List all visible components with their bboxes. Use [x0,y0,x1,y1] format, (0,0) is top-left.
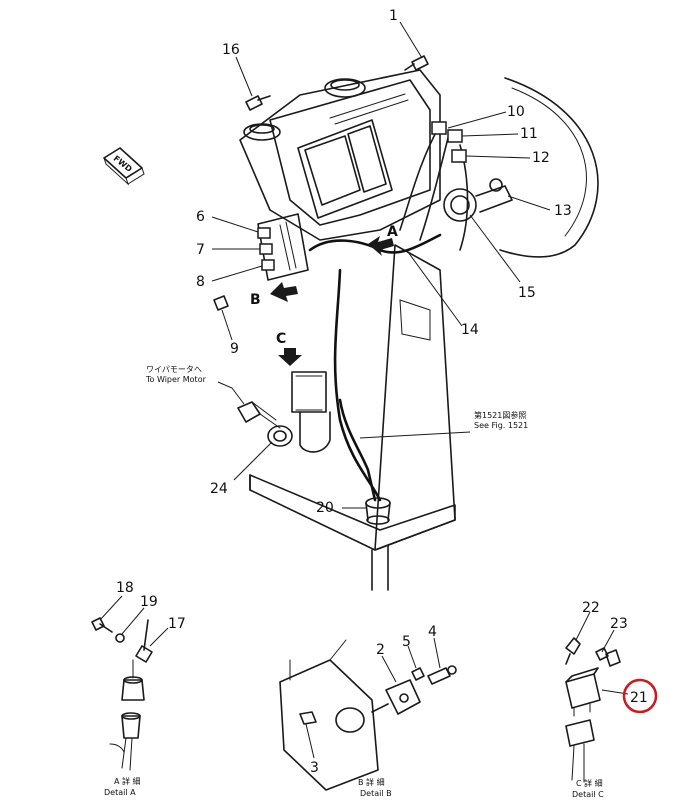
callout-15: 15 [518,285,536,301]
callout-14: 14 [461,322,479,338]
callout-23: 23 [610,616,628,632]
detail-b-en: Detail B [360,789,392,798]
callout-24: 24 [210,481,228,497]
callout-21: 21 [630,690,648,706]
callout-7: 7 [196,242,205,258]
detail-c: 22 23 21 C 詳 細 Detail C [565,600,658,799]
main-callouts: 1 16 10 11 12 13 6 7 8 15 14 9 24 20 [196,8,572,516]
view-letter-a: A [387,224,398,240]
wiper-note-en: To Wiper Motor [145,375,207,384]
detail-a: 18 19 17 A 詳 細 Detail A [91,580,186,797]
callout-5: 5 [402,634,411,650]
callout-18: 18 [116,580,134,596]
detail-a-jp: A 詳 細 [114,776,141,786]
callout-20: 20 [316,500,334,516]
steering-column-assembly [103,55,599,591]
view-letter-b: B [250,292,261,308]
view-letter-c: C [276,331,286,347]
detail-b-jp: B 詳 細 [358,777,385,787]
detail-c-en: Detail C [572,790,604,799]
callout-13: 13 [554,203,572,219]
callout-12: 12 [532,150,550,166]
detail-b: 2 5 4 3 B 詳 細 Detail B [279,624,457,798]
callout-1: 1 [389,8,398,24]
callout-11: 11 [520,126,538,142]
detail-a-en: Detail A [104,788,136,797]
detail-c-jp: C 詳 細 [576,778,603,788]
callout-6: 6 [196,209,205,225]
callout-2: 2 [376,642,385,658]
callout-16: 16 [222,42,240,58]
see-fig-note-en: See Fig. 1521 [474,421,528,430]
wiper-note-jp: ワイパモータへ [146,365,202,374]
callout-9: 9 [230,341,239,357]
callout-19: 19 [140,594,158,610]
callout-4: 4 [428,624,437,640]
highlight-circle-21 [622,678,658,714]
callout-8: 8 [196,274,205,290]
callout-17: 17 [168,616,186,632]
callout-3: 3 [310,760,319,776]
leader-lines [211,21,551,509]
callout-10: 10 [507,104,525,120]
callout-22: 22 [582,600,600,616]
see-fig-note-jp: 第1521図参照 [474,410,526,420]
